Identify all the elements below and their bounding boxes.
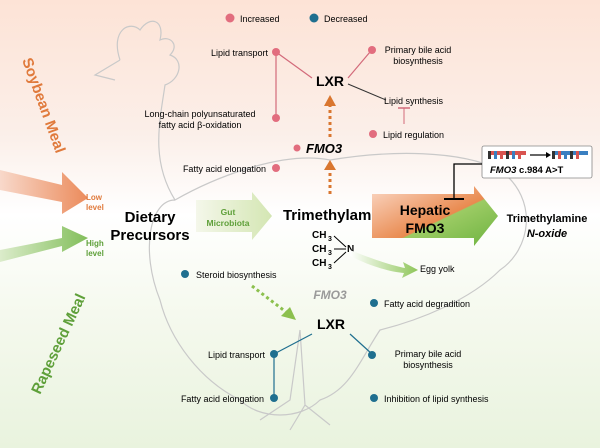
rapeseed-meal-label: Rapeseed Meal [28, 291, 89, 396]
lipid-transport-down-label: Lipid transport [208, 350, 266, 360]
upper-network-lines [275, 51, 371, 118]
fa-degradation-label: Fatty acid degradition [384, 299, 470, 309]
svg-text:CH: CH [312, 258, 326, 269]
fmo3-lower-label: FMO3 [313, 288, 347, 302]
fa-elongation-down-label: Fatty acid elongation [181, 394, 264, 404]
egg-yolk-arrow [350, 250, 418, 278]
steroid-to-lxr-arrow [251, 284, 287, 314]
legend-increased-dot [225, 13, 235, 23]
lower-network-lines [273, 333, 373, 398]
egg-yolk-label: Egg yolk [420, 264, 455, 274]
svg-text:N: N [347, 244, 354, 255]
hepatic-fmo3-arrow [372, 186, 498, 246]
legend-decreased-dot [309, 13, 319, 23]
svg-text:3: 3 [328, 250, 332, 257]
lcpufa-up-dot [272, 114, 280, 122]
inhibition-down-dot [370, 394, 378, 402]
fa-elongation-down-dot [270, 394, 278, 402]
lipid-transport-down-dot [270, 350, 278, 358]
fmo3-upper-label: FMO3 [306, 141, 343, 156]
fa-elongation-up-label: Fatty acid elongation [183, 164, 266, 174]
fa-elongation-up-dot [272, 164, 280, 172]
steroid-down-dot [181, 270, 189, 278]
lxr-lower-label: LXR [317, 316, 345, 332]
svg-text:3: 3 [328, 236, 332, 243]
lipid-synthesis-label: Lipid synthesis [384, 96, 444, 106]
lipid-transport-up-label: Lipid transport [211, 48, 269, 58]
svg-text:3: 3 [328, 264, 332, 271]
gut-microbiota-arrow [196, 192, 272, 240]
fa-degradation-down-dot [370, 299, 378, 307]
inhibition-label: Inhibition of lipid synthesis [384, 394, 489, 404]
chromatogram-icon [488, 151, 588, 159]
bile-acid-up-dot [368, 46, 376, 54]
bile-acid-down-dot [368, 351, 376, 359]
legend-decreased-label: Decreased [324, 14, 368, 24]
fmo3-up-dot [293, 144, 301, 152]
steroid-label: Steroid biosynthesis [196, 270, 277, 280]
chicken-outline [93, 20, 527, 431]
lipid-transport-up-dot [272, 48, 280, 56]
legend-increased-label: Increased [240, 14, 280, 24]
svg-text:CH: CH [312, 230, 326, 241]
lipid-regulation-label: Lipid regulation [383, 130, 444, 140]
lipid-regulation-up-dot [369, 130, 377, 138]
svg-text:CH: CH [312, 244, 326, 255]
mutation-label: FMO3 c.984 A>T [490, 165, 563, 176]
trimethylamine-label: Trimethylamine [283, 207, 393, 224]
rapeseed-arrow [0, 226, 88, 262]
soybean-meal-label: Soybean Meal [18, 56, 68, 156]
lxr-upper-label: LXR [316, 73, 344, 89]
mutation-inhibit-line [453, 163, 482, 198]
soybean-arrow [0, 170, 88, 214]
